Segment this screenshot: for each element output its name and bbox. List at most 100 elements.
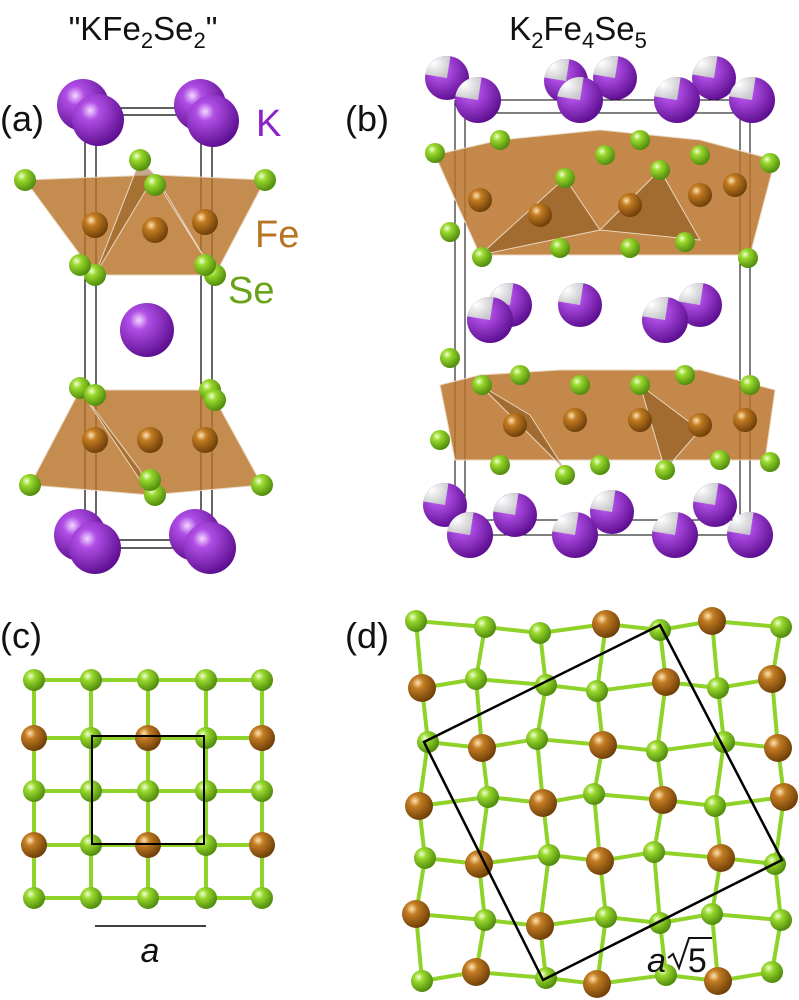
- panel-label-a: (a): [0, 98, 44, 139]
- vacancy-wedge: [544, 59, 570, 81]
- panel-a-structure: [14, 79, 276, 574]
- se-atom: [425, 143, 445, 163]
- se-atom: [643, 841, 665, 863]
- se-atom: [251, 780, 273, 802]
- se-atom: [405, 610, 427, 632]
- se-atom: [465, 668, 487, 690]
- fe-atom: [503, 413, 527, 437]
- se-atom: [23, 780, 45, 802]
- k-atom: [120, 303, 174, 357]
- fe-atom: [465, 850, 493, 878]
- se-atom: [144, 174, 166, 196]
- fe-atom: [563, 408, 587, 432]
- se-atom: [254, 169, 276, 191]
- se-atom: [23, 887, 45, 909]
- se-atom: [690, 145, 710, 165]
- se-atom: [195, 834, 217, 856]
- fe-atom: [649, 786, 677, 814]
- fe-atom: [82, 427, 108, 453]
- se-atom: [490, 130, 510, 150]
- unit-cell-1x1: [91, 735, 205, 845]
- vacancy-wedge: [652, 511, 679, 535]
- scale-label-a: a: [141, 932, 160, 970]
- fe-atom: [82, 212, 108, 238]
- vacancy-wedge: [642, 297, 669, 320]
- fe-atom: [707, 844, 735, 872]
- se-atom: [630, 130, 650, 150]
- se-atom: [770, 909, 792, 931]
- se-atom: [251, 669, 273, 691]
- se-atom: [204, 389, 226, 411]
- se-atom: [595, 145, 615, 165]
- se-atom: [529, 622, 551, 644]
- se-atom: [646, 740, 668, 762]
- k-atom-vacancy: [557, 76, 603, 123]
- se-atom: [80, 887, 102, 909]
- fe-atom: [21, 832, 47, 858]
- legend-fe: Fe: [255, 214, 299, 256]
- title-kfe2se2: "KFe2Se2": [69, 10, 218, 53]
- fe-atom: [652, 668, 680, 696]
- fe-atom: [137, 427, 163, 453]
- se-atom: [704, 795, 726, 817]
- se-atom: [430, 430, 450, 450]
- se-atom: [472, 375, 492, 395]
- fe-atom: [688, 413, 712, 437]
- se-atom: [761, 961, 783, 983]
- vacancy-wedge: [654, 76, 681, 100]
- se-atom: [440, 348, 460, 368]
- se-atom: [195, 669, 217, 691]
- se-atom: [760, 153, 780, 173]
- fe-atom: [462, 958, 490, 986]
- k-atom: [187, 95, 239, 147]
- fe-atom: [249, 725, 275, 751]
- panel-d-lattice: [402, 607, 798, 998]
- vacancy-wedge: [493, 492, 519, 515]
- k-atom-vacancy: [447, 511, 493, 558]
- fe-atom: [468, 734, 496, 762]
- se-atom: [550, 238, 570, 258]
- fe-atom: [405, 792, 433, 820]
- fe-atom: [192, 209, 218, 235]
- se-atom: [137, 669, 159, 691]
- fe-atom: [688, 183, 712, 207]
- se-atom: [655, 964, 677, 986]
- bond: [415, 619, 486, 629]
- k-atom-vacancy: [593, 56, 637, 100]
- panel-label-d: (d): [345, 615, 389, 656]
- se-atom: [738, 248, 758, 268]
- se-atom: [19, 474, 41, 496]
- vacancy-wedge: [593, 56, 619, 78]
- fe-atom: [408, 674, 436, 702]
- vacancy-wedge: [447, 511, 474, 535]
- se-atom: [760, 452, 780, 472]
- fe-atom: [583, 970, 611, 998]
- se-atom: [137, 780, 159, 802]
- se-atom: [586, 680, 608, 702]
- se-atom: [583, 783, 605, 805]
- k-atom-vacancy: [455, 76, 501, 123]
- k-atom-vacancy: [558, 283, 602, 327]
- se-atom: [472, 247, 492, 267]
- fe-atom: [526, 912, 554, 940]
- se-atom: [139, 469, 161, 491]
- vacancy-wedge: [425, 55, 451, 78]
- se-atom: [590, 455, 610, 475]
- unit-cell-sqrt5: [422, 623, 784, 982]
- se-atom: [477, 786, 499, 808]
- k-atom: [69, 522, 121, 574]
- se-atom: [80, 669, 102, 691]
- se-atom: [655, 460, 675, 480]
- vacancy-wedge: [558, 283, 584, 305]
- vacancy-wedge: [693, 483, 719, 505]
- sqrt-sign: [667, 937, 712, 971]
- panel-label-b: (b): [345, 98, 389, 139]
- k-atom-vacancy: [642, 297, 688, 343]
- fe-atom: [698, 607, 726, 635]
- k-atom-vacancy: [729, 76, 775, 123]
- k-atom-vacancy: [467, 296, 513, 343]
- fe-atom: [704, 967, 732, 995]
- fe-atom: [592, 610, 620, 638]
- se-atom: [490, 455, 510, 475]
